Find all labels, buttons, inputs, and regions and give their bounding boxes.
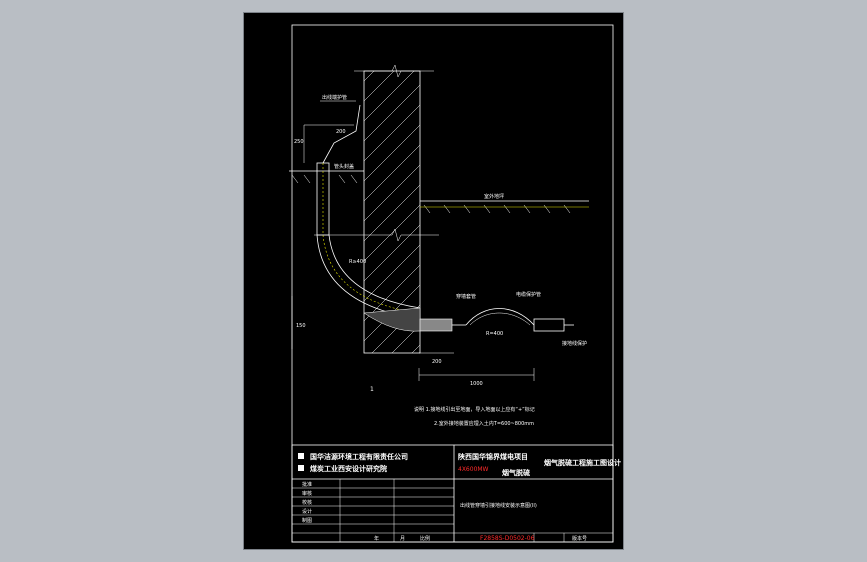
ground-left <box>289 170 364 184</box>
project-title-line-2: 烟气脱硫 <box>502 468 530 477</box>
dim-1000-label: 1000 <box>470 381 483 387</box>
marker-1-label: 1 <box>370 386 374 393</box>
drawing-sheet: 出线端护管 200 250 管头封盖 室外地坪 R≥400 穿墙套管 电缆保护管… <box>244 13 623 549</box>
company-2-logo-icon <box>298 465 304 471</box>
footer-label-scale: 比例 <box>420 535 430 542</box>
note-line-2: 2.室外接地装置应埋入土内T=600~800mm <box>434 420 534 427</box>
role-2: 审核 <box>302 490 312 497</box>
drawing-number: F2858S-D0502-06 <box>480 535 535 542</box>
wall-sleeve <box>419 318 466 332</box>
role-1: 批准 <box>302 481 312 488</box>
role-4: 设计 <box>302 508 312 515</box>
vertical-pipe <box>303 104 361 236</box>
role-5: 制图 <box>302 517 312 524</box>
company-1: 国华洁源环境工程有限责任公司 <box>310 452 408 461</box>
wall <box>354 64 439 354</box>
dim-200-label: 200 <box>336 129 346 135</box>
company-2: 煤炭工业西安设计研究院 <box>310 464 387 473</box>
cable-label: 电缆保护管 <box>516 291 541 298</box>
dim-200b-label: 200 <box>432 359 442 365</box>
radius-label: R≥400 <box>349 259 366 265</box>
project-title-line-1: 陕西国华锦界煤电项目 <box>458 452 528 461</box>
cable-radius-label: R=400 <box>486 331 503 337</box>
ground-label: 室外地坪 <box>484 193 504 200</box>
project-title-line-1b: 烟气脱硫工程施工图设计 <box>544 458 621 467</box>
ground-right <box>420 200 589 214</box>
company-1-logo-icon <box>298 453 304 459</box>
version-label: 版本号 <box>572 535 587 542</box>
project-code: 4X600MW <box>458 466 489 473</box>
cable-end-label: 接地线保护 <box>562 340 587 347</box>
drawing-title: 出线管穿墙引接地线安装示意图(II) <box>460 502 537 509</box>
sleeve-label: 穿墙套管 <box>456 293 476 300</box>
curved-conduit <box>316 234 421 332</box>
title-block <box>291 444 614 543</box>
top-left-callout-label: 出线端护管 <box>322 94 347 101</box>
cable-hump <box>465 308 574 332</box>
dim-150-label: 150 <box>296 323 306 329</box>
footer-label-month: 月 <box>400 536 405 542</box>
dim-250-label: 250 <box>294 139 304 145</box>
role-3: 校核 <box>302 499 312 506</box>
footer-label-year: 年 <box>374 535 379 542</box>
cad-drawing: 出线端护管 200 250 管头封盖 室外地坪 R≥400 穿墙套管 电缆保护管… <box>289 24 621 543</box>
nozzle-label: 管头封盖 <box>334 163 354 170</box>
note-line-1: 说明 1.接地线引出至地面，导入地面以上应有“+”标记 <box>414 406 535 413</box>
dimensions <box>291 234 535 381</box>
